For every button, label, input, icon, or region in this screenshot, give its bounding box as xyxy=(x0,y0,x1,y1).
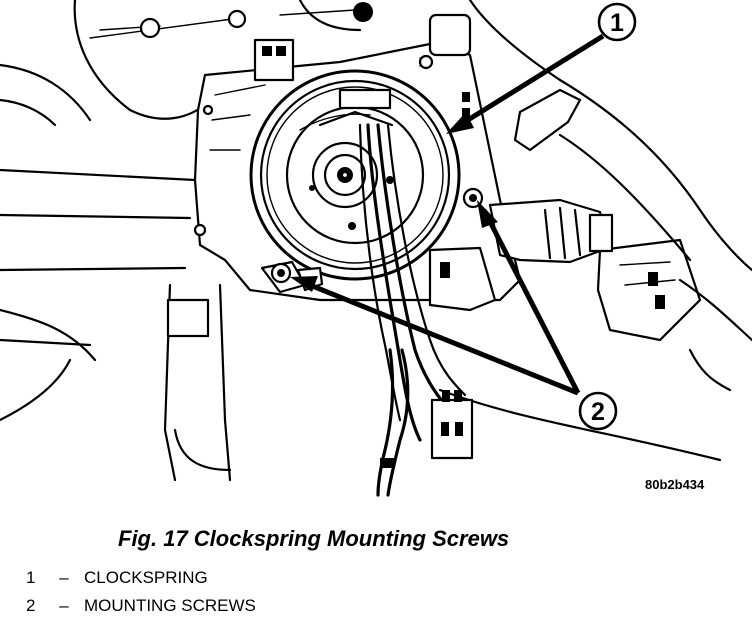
legend-number: 1 xyxy=(26,568,36,587)
steering-column-outline xyxy=(0,0,752,482)
image-code: 80b2b434 xyxy=(645,477,705,492)
mounting-screws xyxy=(260,187,484,294)
clockspring xyxy=(249,69,474,497)
legend-dash: – xyxy=(59,568,69,587)
callout-1-number: 1 xyxy=(610,9,624,37)
callout-2: 2 xyxy=(290,200,618,431)
callout-1: 1 xyxy=(446,2,637,134)
wire-harness xyxy=(366,123,422,442)
connector-top xyxy=(253,38,295,82)
legend-item-1: 1 –CLOCKSPRING xyxy=(26,568,208,588)
legend-dash: – xyxy=(59,596,69,615)
callout-2-number: 2 xyxy=(591,398,605,426)
figure-caption: Fig. 17 Clockspring Mounting Screws xyxy=(118,526,510,551)
wiper-lever xyxy=(513,88,582,152)
wire-connector xyxy=(430,398,474,460)
legend-label: CLOCKSPRING xyxy=(84,568,208,587)
indicator-lamp xyxy=(139,17,161,39)
legend-number: 2 xyxy=(26,596,36,615)
legend-item-2: 2 –MOUNTING SCREWS xyxy=(26,596,256,616)
legend-label: MOUNTING SCREWS xyxy=(84,596,256,615)
